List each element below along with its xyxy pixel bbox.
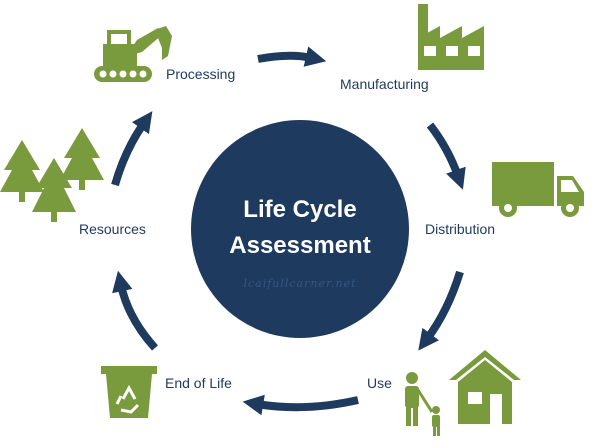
stage-label-resources: Resources bbox=[79, 221, 146, 237]
arrow-resources-to-processing bbox=[111, 111, 153, 187]
excavator-icon bbox=[94, 26, 172, 82]
watermark: lcaifullcarner.net bbox=[243, 277, 357, 290]
cycle-arrows bbox=[111, 46, 466, 416]
factory-icon bbox=[418, 4, 484, 70]
center-title-line-2: Assessment bbox=[229, 232, 371, 259]
stage-label-distribution: Distribution bbox=[425, 221, 496, 237]
stage-label-use: Use bbox=[367, 375, 392, 391]
stage-label-manufacturing: Manufacturing bbox=[340, 76, 429, 92]
center-title-line-1: Life Cycle bbox=[243, 196, 357, 223]
center-circle bbox=[191, 120, 409, 338]
arrow-processing-to-manufacturing bbox=[257, 46, 327, 67]
trees-icon bbox=[0, 128, 104, 222]
truck-icon bbox=[492, 162, 584, 217]
house-and-people-icon bbox=[405, 350, 521, 436]
stage-label-processing: Processing bbox=[166, 66, 236, 82]
arrow-manufacturing-to-distribution bbox=[426, 122, 466, 190]
stage-label-end-of-life: End of Life bbox=[165, 375, 232, 391]
arrow-use-to-end-of-life bbox=[242, 394, 359, 416]
arrow-end-of-life-to-resources bbox=[112, 270, 158, 351]
arrow-distribution-to-use bbox=[418, 270, 464, 351]
recycle-bin-icon bbox=[101, 366, 157, 418]
